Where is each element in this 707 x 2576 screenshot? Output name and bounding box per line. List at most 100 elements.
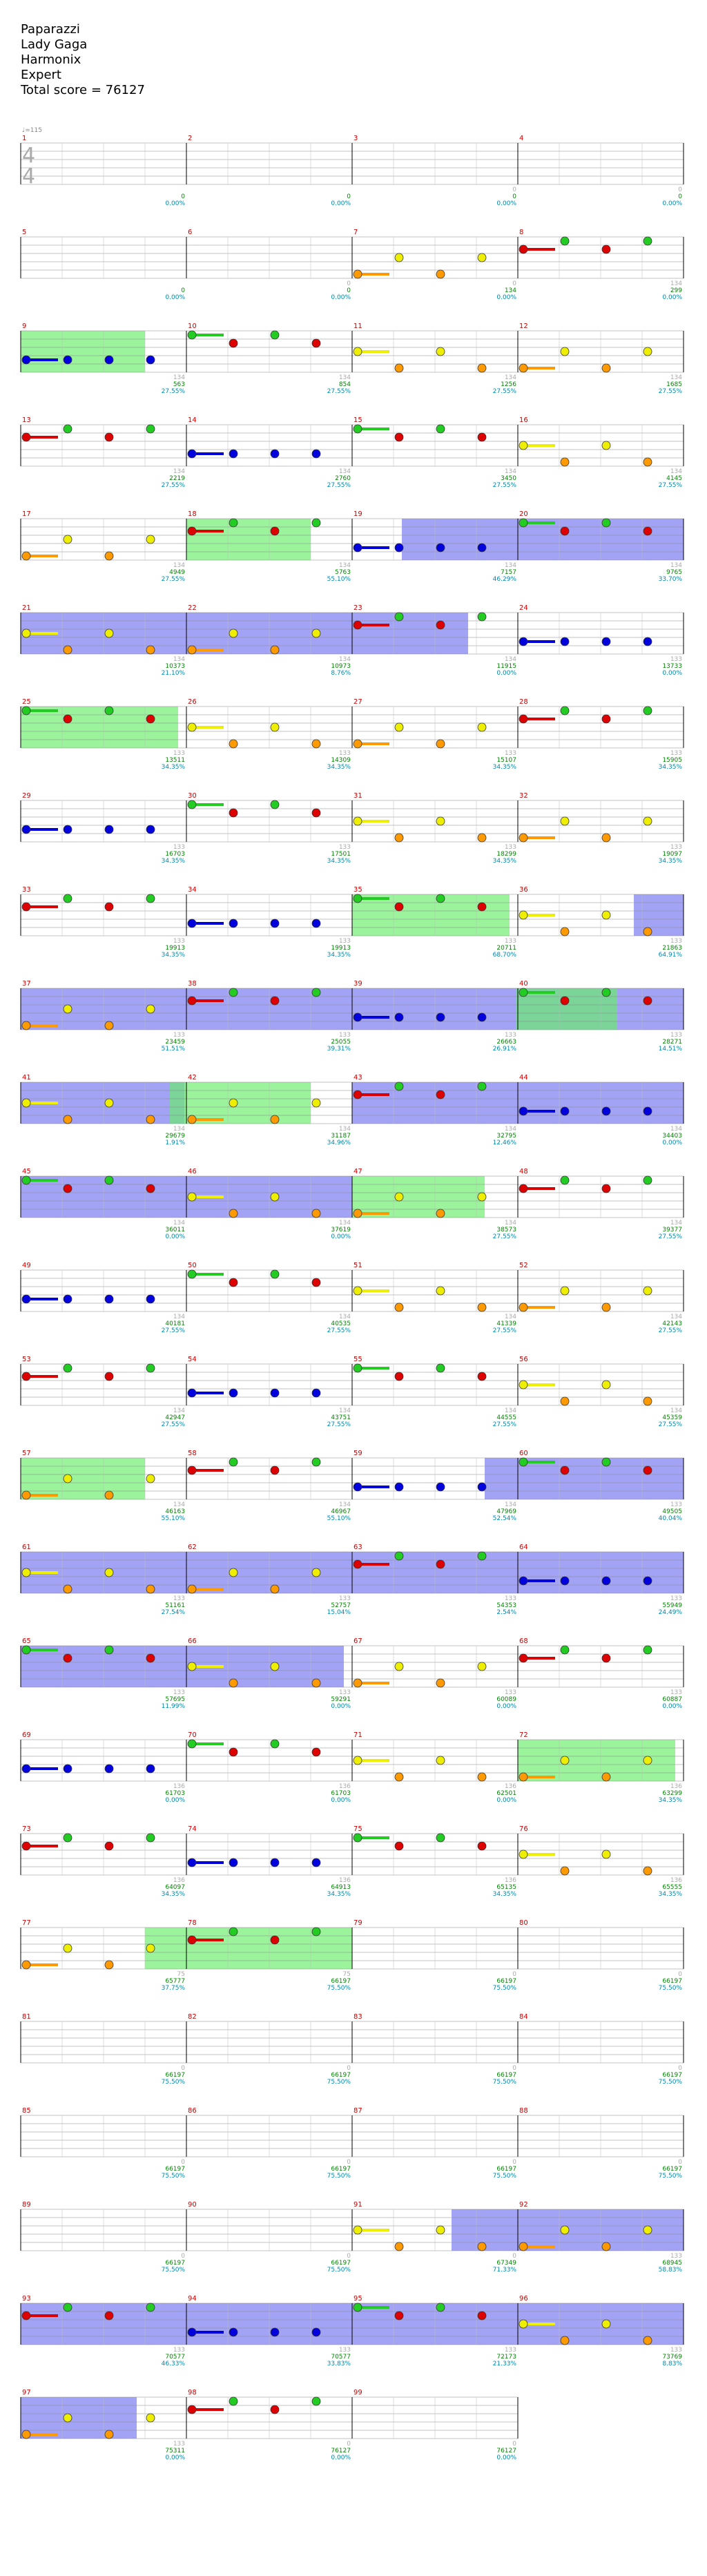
note-gem	[63, 1294, 72, 1304]
sustain-bar	[355, 1682, 389, 1684]
measure-percent: 55.10%	[327, 576, 351, 583]
sustain-bar	[355, 1367, 389, 1369]
note-gem	[519, 1106, 528, 1116]
measure-score: 0	[347, 193, 351, 200]
measure-percent: 0.00%	[331, 1797, 351, 1804]
note-gem	[601, 833, 611, 843]
note-gem	[436, 2303, 445, 2312]
measure-number: 35	[354, 886, 362, 894]
note-gem	[270, 919, 280, 928]
measure-number: 1	[22, 135, 26, 142]
measure-percent: 34.35%	[493, 1891, 517, 1898]
note-gem	[187, 1388, 197, 1398]
measure-score: 66197	[331, 1978, 351, 1985]
measure-percent: 34.35%	[162, 952, 186, 959]
measure-streak: 133	[670, 844, 682, 851]
measure-score: 1685	[666, 381, 682, 388]
note-gem	[146, 1474, 155, 1483]
measure-streak: 134	[505, 374, 516, 381]
measure-percent: 34.96%	[327, 1140, 351, 1146]
charter-name: Harmonix	[21, 52, 81, 67]
note-gem	[270, 2327, 280, 2337]
note-gem	[643, 457, 652, 467]
note-gem	[436, 1090, 445, 1099]
measure-percent: 75.50%	[493, 2079, 517, 2086]
note-gem	[311, 1747, 321, 1757]
measure-score: 7157	[501, 569, 516, 576]
sustain-bar	[521, 521, 555, 524]
measure-score: 11915	[496, 663, 516, 670]
sustain-bar	[521, 836, 555, 839]
measure-score: 19913	[165, 945, 185, 952]
note-gem	[394, 432, 404, 442]
note-gem	[104, 628, 114, 638]
measure-percent: 2.54%	[496, 1609, 516, 1616]
measure-streak: 134	[339, 1126, 351, 1133]
measure-streak: 134	[173, 1220, 185, 1227]
measure-percent: 0.00%	[165, 1797, 185, 1804]
sustain-bar	[189, 1861, 224, 1864]
measure-score: 42947	[165, 1414, 185, 1421]
measure-number: 93	[22, 2295, 31, 2303]
measure-percent: 27.55%	[659, 1327, 683, 1334]
note-gem	[477, 1192, 487, 1202]
note-gem	[560, 1106, 570, 1116]
note-gem	[63, 1363, 72, 1373]
measure-number: 94	[188, 2295, 197, 2303]
note-gem	[270, 1662, 280, 1671]
note-gem	[477, 1372, 487, 1381]
measure-streak: 133	[670, 2253, 682, 2260]
measure-number: 92	[519, 2201, 528, 2209]
measure-streak: 134	[670, 280, 682, 287]
measure-score: 68945	[662, 2260, 682, 2267]
note-gem	[477, 1841, 487, 1851]
measure-score: 76127	[496, 2448, 516, 2454]
measure-streak: 0	[512, 280, 516, 287]
note-gem	[311, 1858, 321, 1867]
measure-score: 62501	[496, 1790, 516, 1797]
measure-streak: 133	[173, 2347, 185, 2354]
note-gem	[146, 535, 155, 544]
note-gem	[21, 1490, 31, 1500]
note-gem	[353, 269, 362, 279]
note-gem	[63, 1764, 72, 1774]
note-gem	[601, 1457, 611, 1467]
measure-streak: 134	[670, 1220, 682, 1227]
note-gem	[560, 637, 570, 646]
note-gem	[519, 244, 528, 254]
measure-score: 60887	[662, 1696, 682, 1703]
note-gem	[229, 739, 238, 749]
measure-streak: 0	[512, 186, 516, 193]
note-gem	[21, 2430, 31, 2439]
measure-number: 10	[188, 323, 197, 330]
note-gem	[477, 363, 487, 373]
measure-number: 69	[22, 1731, 31, 1739]
measure-score: 23459	[165, 1039, 185, 1046]
measure-score: 66197	[496, 1978, 516, 1985]
measure-number: 99	[354, 2389, 362, 2396]
sustain-bar	[355, 820, 389, 823]
measure-streak: 134	[670, 1407, 682, 1414]
measure-number: 11	[354, 323, 362, 330]
total-score: Total score = 76127	[21, 83, 145, 97]
measure-streak: 0	[347, 280, 351, 287]
measure-score: 57695	[165, 1696, 185, 1703]
note-gem	[270, 1388, 280, 1398]
note-gem	[394, 2311, 404, 2320]
note-gem	[353, 1559, 362, 1569]
measure-score: 65555	[662, 1884, 682, 1891]
measure-streak: 134	[505, 1314, 516, 1320]
note-gem	[63, 1184, 72, 1193]
note-gem	[187, 1192, 197, 1202]
measure-number: 68	[519, 1637, 528, 1645]
measure-percent: 21.33%	[493, 2361, 517, 2367]
measure-percent: 1.91%	[165, 1140, 185, 1146]
measure-score: 43751	[331, 1414, 351, 1421]
sustain-bar	[355, 2306, 389, 2309]
sustain-bar	[189, 1588, 224, 1590]
measure-percent: 75.50%	[327, 2267, 351, 2274]
note-gem	[146, 1764, 155, 1774]
note-gem	[394, 363, 404, 373]
measure-score: 15905	[662, 757, 682, 764]
measure-percent: 27.55%	[162, 482, 186, 489]
